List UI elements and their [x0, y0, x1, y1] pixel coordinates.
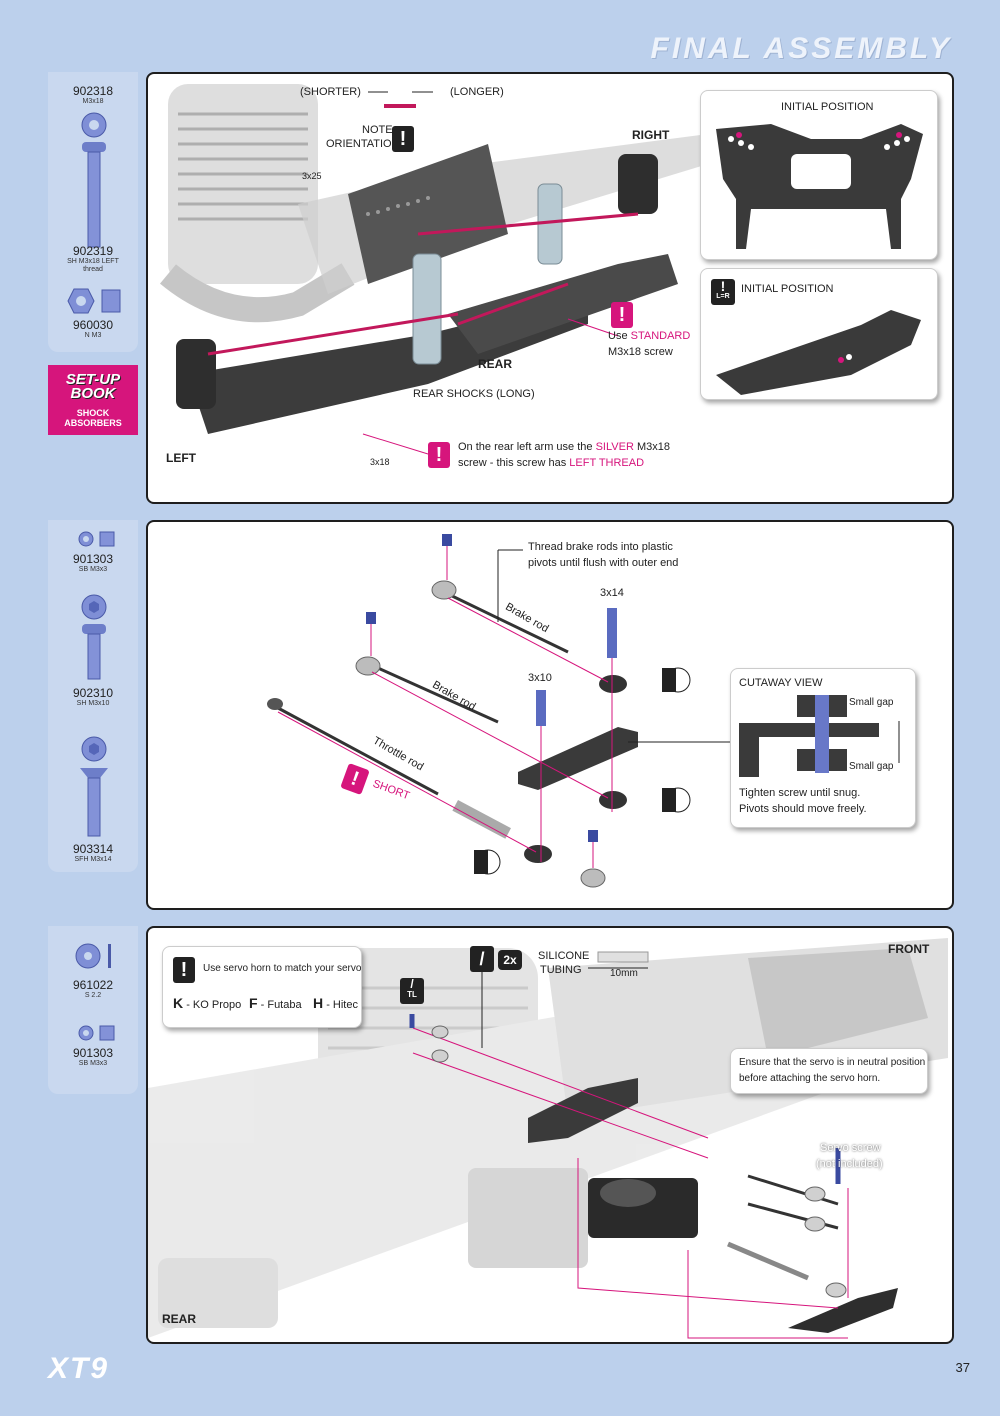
washer-icon	[78, 531, 115, 547]
cutaway-drawing	[739, 695, 900, 777]
part-desc: SFH M3x14	[74, 856, 112, 863]
part-number: 901303	[72, 552, 114, 566]
right-label: RIGHT	[632, 128, 670, 142]
part-number: 960030	[72, 318, 114, 332]
parts-column-2: 901303 SB M3x3 902310 SH M3x10 903314 SF…	[48, 520, 138, 872]
servo-horn-warning-icon: !	[173, 957, 195, 983]
standard-warning-icon: !	[611, 302, 633, 328]
servo-screw-note: (not included)	[816, 1158, 883, 1170]
neutral-note-line1: Ensure that the servo is in neutral posi…	[739, 1057, 926, 1068]
suspension-arm-drawing	[716, 310, 921, 395]
nut-icon	[67, 288, 121, 314]
servo-screw-label: Servo screw	[820, 1142, 881, 1154]
part-desc: SB M3x3	[78, 566, 108, 573]
note-warning-icon: !	[392, 126, 414, 152]
part-desc: M3x18	[82, 98, 104, 105]
part-number: 902310	[72, 686, 114, 700]
left-arm-note-line2: screw - this screw has LEFT THREAD	[458, 457, 645, 469]
silicone-label: SILICONE	[538, 950, 590, 962]
tighten-note-line1: Tighten screw until snug.	[739, 787, 861, 799]
part-number: 902319	[72, 244, 114, 258]
assembly-panel-1: (SHORTER) (LONGER) NOTE ORIENTATION ! 3x…	[146, 72, 954, 504]
screw-icon	[82, 624, 106, 680]
assembly-panel-3: ! Use servo horn to match your servo K -…	[146, 926, 954, 1344]
part-desc: SH M3x18 LEFT thread	[67, 258, 119, 273]
ko-propo-label: K - KO Propo	[173, 995, 242, 1011]
part-desc: SH M3x10	[76, 700, 110, 707]
shock-tower-drawing	[716, 124, 923, 249]
page-title: FINAL ASSEMBLY	[650, 32, 952, 65]
front-label: FRONT	[888, 942, 930, 956]
assembly-panel-2: Thread brake rods into plastic pivots un…	[146, 520, 954, 910]
screw-3x14-label: 3x14	[600, 587, 624, 599]
setup-line2: BOOK	[70, 385, 116, 402]
small-gap-label: Small gap	[849, 697, 894, 708]
neutral-note-line2: before attaching the servo horn.	[739, 1073, 881, 1084]
orientation-label: ORIENTATION	[326, 138, 400, 150]
longer-label: (LONGER)	[450, 86, 504, 98]
initial-position-tower-callout: INITIAL POSITION	[700, 90, 938, 260]
rear-label: REAR	[162, 1312, 197, 1326]
setup-line1: SET-UP	[65, 371, 121, 388]
parts-column-1: 902318 M3x18 902319 SH M3x18 LEFT thread…	[48, 72, 138, 352]
servo-linkage-drawing	[148, 938, 948, 1339]
servo-horn-note: Use servo horn to match your servo	[203, 963, 362, 974]
tighten-note-line2: Pivots should move freely.	[739, 803, 867, 815]
engine-illustration	[160, 84, 355, 323]
thread-note-line2: pivots until flush with outer end	[528, 557, 679, 569]
cutaway-view-callout: CUTAWAY VIEW Small gap Small gap Tighten…	[730, 668, 916, 828]
initial-position-label: INITIAL POSITION	[741, 283, 834, 295]
hitec-label: H - Hitec	[313, 995, 358, 1011]
setup-book-badge: SET-UP BOOK SHOCK ABSORBERS	[48, 365, 138, 435]
thread-note-line1: Thread brake rods into plastic	[528, 541, 673, 553]
xt9-logo: XT9	[48, 1352, 110, 1385]
cutaway-title: CUTAWAY VIEW	[739, 677, 823, 689]
screw-3x25-label: 3x25	[302, 171, 322, 181]
shorter-label: (SHORTER)	[300, 86, 361, 98]
part-number: 903314	[72, 842, 114, 856]
screw-head-icon	[81, 594, 107, 620]
setup-topic: SHOCK ABSORBERS	[64, 408, 122, 428]
initial-position-arm-callout: !L=R INITIAL POSITION	[700, 268, 938, 400]
use-standard-label: Use STANDARD	[608, 330, 691, 342]
screw-icon	[82, 142, 106, 248]
screw-3x18-label: 3x18	[370, 457, 390, 467]
initial-position-label: INITIAL POSITION	[781, 101, 874, 113]
part-desc: S 2.2	[84, 992, 102, 999]
part-desc: N M3	[84, 332, 102, 339]
parts-column-3: 961022 S 2.2 901303 SB M3x3	[48, 926, 138, 1094]
screw-3x10-label: 3x10	[528, 672, 552, 684]
rear-shocks-label: REAR SHOCKS (LONG)	[413, 388, 535, 400]
part-desc: SB M3x3	[78, 1060, 108, 1067]
futaba-label: F - Futaba	[249, 995, 302, 1011]
rear-label: REAR	[478, 357, 513, 371]
standard-screw-label: M3x18 screw	[608, 346, 673, 358]
left-arm-note-line1: On the rear left arm use the SILVER M3x1…	[458, 441, 670, 453]
tool-icon: /TL	[400, 978, 424, 1004]
tube-length-label: 10mm	[610, 968, 638, 979]
washer-icon	[78, 1025, 115, 1041]
note-label: NOTE	[362, 124, 393, 136]
washer-icon	[81, 112, 107, 138]
tool-icon: /	[470, 946, 494, 972]
servo-horn-callout: ! Use servo horn to match your servo K -…	[162, 946, 362, 1028]
page-number: 37	[955, 1360, 970, 1375]
rear-suspension-drawing	[160, 84, 708, 455]
qty-badge: 2x	[498, 950, 522, 970]
tubing-label: TUBING	[540, 964, 582, 976]
screw-head-icon	[81, 736, 107, 762]
part-number: 901303	[72, 1046, 114, 1060]
lr-icon: !L=R	[711, 279, 735, 305]
left-thread-warning-icon: !	[428, 442, 450, 468]
part-number: 902318	[72, 84, 114, 98]
washer-icon	[75, 943, 111, 969]
neutral-position-callout: Ensure that the servo is in neutral posi…	[730, 1048, 928, 1094]
left-label: LEFT	[166, 451, 196, 465]
screw-icon	[80, 768, 108, 837]
part-number: 961022	[72, 978, 114, 992]
small-gap-label: Small gap	[849, 761, 894, 772]
brake-linkage-drawing	[267, 534, 738, 888]
